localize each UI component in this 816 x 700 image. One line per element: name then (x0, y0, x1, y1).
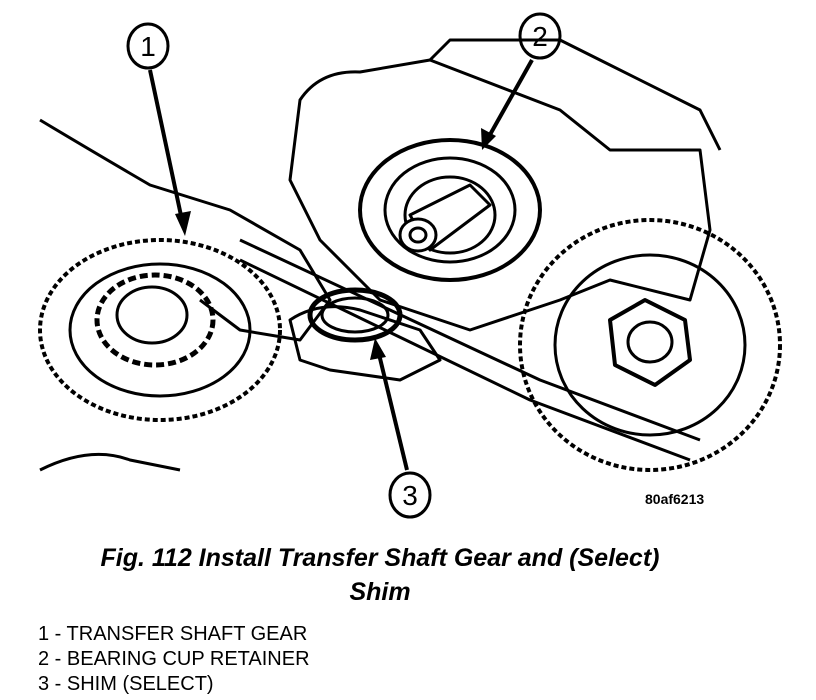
shim-inner-edge (320, 296, 390, 334)
case-gasket (239, 238, 701, 442)
case-gasket-edge (239, 258, 691, 462)
shaft-end (398, 217, 438, 253)
technician-hand-right (288, 305, 442, 382)
arrowhead-3 (370, 338, 386, 360)
leader-line-3 (376, 349, 409, 471)
technical-illustration: 1 2 3 80af6213 (38, 12, 782, 519)
gear-bearing-cone (94, 272, 216, 368)
callout-circle-3 (388, 471, 432, 519)
bearing-cup-retainer (358, 138, 542, 282)
transfer-shaft-gear (38, 238, 282, 422)
legend-item: 3 - SHIM (SELECT) (38, 673, 214, 695)
retainer-inner-ring (383, 156, 517, 264)
output-gear (518, 218, 782, 472)
callout-number-3: 3 (402, 480, 418, 511)
technician-hand-left (39, 118, 332, 472)
gear-hub (68, 262, 252, 398)
output-gear-hex-bore (626, 320, 674, 364)
callout-number-2: 2 (532, 21, 548, 52)
figure-caption-line-2: Shim (349, 578, 411, 606)
callout-number-1: 1 (140, 31, 156, 62)
leader-line-1 (148, 69, 185, 226)
legend-item: 2 - BEARING CUP RETAINER (38, 648, 310, 670)
figure-caption-line-1: Fig. 112 Install Transfer Shaft Gear and… (100, 544, 660, 572)
leader-line-2 (485, 59, 534, 141)
arrowhead-2 (481, 128, 496, 150)
arrowhead-1 (175, 211, 191, 236)
retainer-race (403, 175, 497, 255)
case-edge (428, 38, 560, 62)
shaft-bore (408, 226, 428, 244)
legend-item: 1 - TRANSFER SHAFT GEAR (38, 623, 308, 645)
callout-circle-1 (126, 22, 170, 70)
image-reference-code: 80af6213 (645, 491, 704, 507)
case-rib (559, 38, 722, 151)
gear-bore (115, 285, 189, 345)
callout-circle-2 (518, 12, 562, 60)
output-gear-face (553, 253, 747, 437)
output-gear-hex-hub (608, 298, 692, 387)
parts-legend: 1 - TRANSFER SHAFT GEAR 2 - BEARING CUP … (38, 622, 310, 697)
